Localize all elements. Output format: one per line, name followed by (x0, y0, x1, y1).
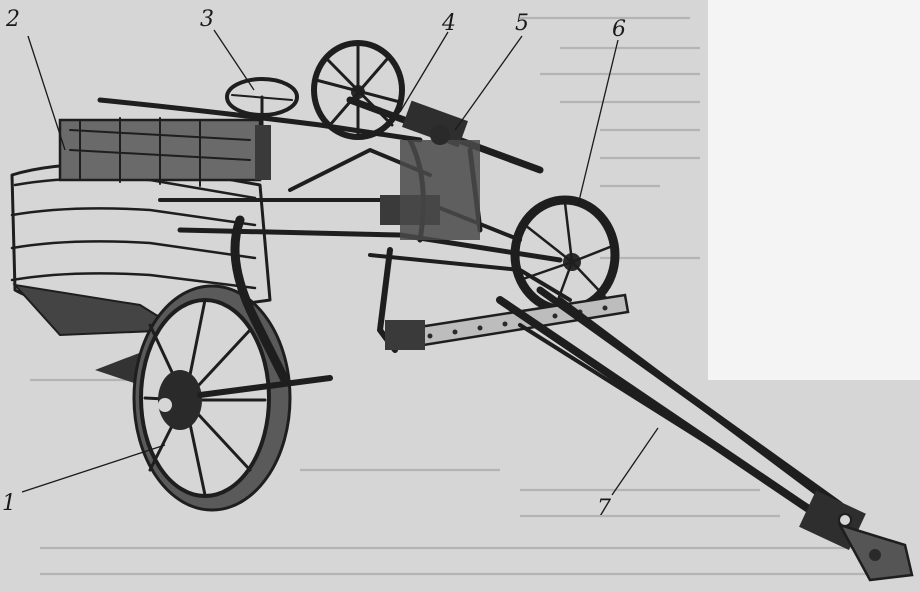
callout-7: 7 (597, 427, 659, 521)
callout-1: 1 (2, 444, 166, 516)
handwheel (311, 40, 405, 140)
steering-wheel (225, 77, 299, 180)
callouts: 1 2 3 4 5 6 7 (2, 7, 659, 521)
land-wheel-front (132, 215, 333, 512)
blank-margin (708, 0, 920, 380)
callout-6: 6 (577, 17, 626, 206)
drawbar (496, 286, 914, 582)
callout-label-4: 4 (441, 11, 456, 36)
callout-label-5: 5 (515, 11, 529, 36)
bleed-through-text (30, 16, 880, 576)
adjusting-shaft (346, 96, 544, 243)
callout-label-1: 1 (2, 491, 16, 516)
callout-label-7: 7 (597, 496, 611, 521)
callout-4: 4 (399, 11, 456, 113)
callout-3: 3 (200, 7, 255, 91)
callout-2: 2 (5, 7, 66, 151)
callout-label-2: 2 (5, 7, 20, 32)
callout-label-6: 6 (612, 17, 626, 42)
callout-label-3: 3 (200, 7, 214, 32)
callout-5: 5 (454, 11, 529, 131)
